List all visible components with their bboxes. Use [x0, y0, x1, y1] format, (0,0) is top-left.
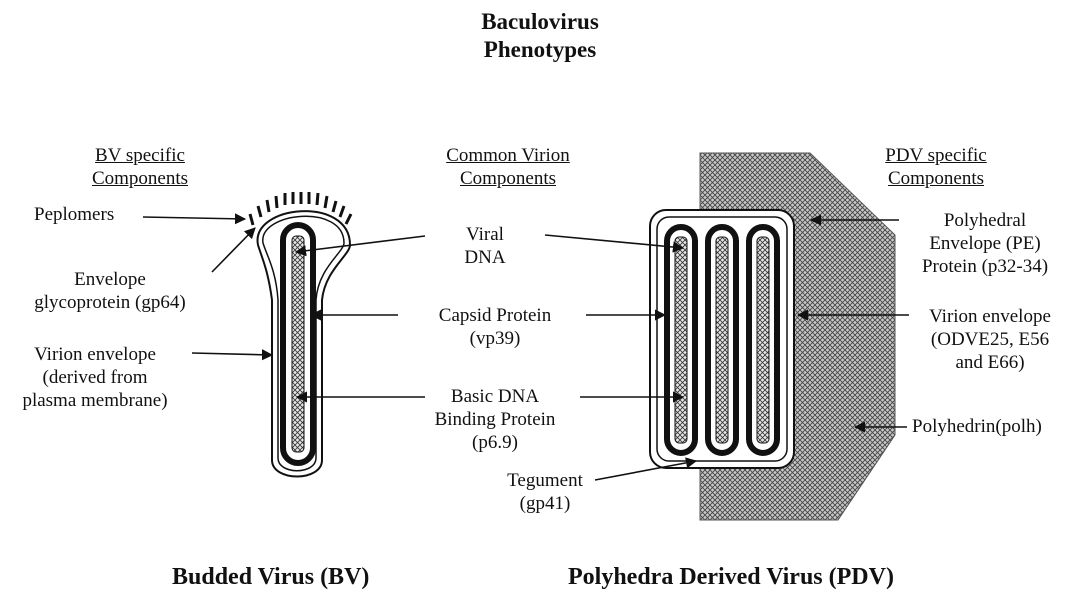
label-peplomers: Peplomers [34, 204, 114, 227]
bv-dna [292, 236, 304, 452]
bv-header: BV specific Components [50, 145, 230, 191]
title-line-1: Baculovirus [440, 8, 640, 36]
label-viral-dna-line-2: DNA [425, 247, 545, 270]
label-polyhedrin: Polyhedrin(polh) [912, 416, 1042, 439]
bv-header-line-1: BV specific [50, 145, 230, 168]
common-header: Common Virion Components [408, 145, 608, 191]
label-pdv-virion-envelope-line-3: and E66) [905, 352, 1075, 375]
label-polyhedral-envelope-line-2: Envelope (PE) [895, 233, 1075, 256]
pdv-virion [650, 153, 895, 520]
label-capsid-protein-line-1: Capsid Protein [405, 305, 585, 328]
label-tegument-line-2: (gp41) [485, 493, 605, 516]
pdv-header-line-1: PDV specific [846, 145, 1026, 168]
label-viral-dna: Viral DNA [425, 224, 545, 270]
label-basic-dna-line-2: Binding Protein [400, 409, 590, 432]
label-tegument-line-1: Tegument [485, 470, 605, 493]
label-pdv-virion-envelope: Virion envelope (ODVE25, E56 and E66) [905, 306, 1075, 374]
caption-polyhedra-derived-virus: Polyhedra Derived Virus (PDV) [568, 563, 894, 592]
label-bv-virion-envelope-line-1: Virion envelope [0, 344, 190, 367]
label-bv-virion-envelope-line-3: plasma membrane) [0, 390, 190, 413]
bv-virion [250, 192, 351, 477]
label-capsid-protein: Capsid Protein (vp39) [405, 305, 585, 351]
label-bv-virion-envelope: Virion envelope (derived from plasma mem… [0, 344, 190, 412]
title-line-2: Phenotypes [440, 36, 640, 64]
common-header-line-1: Common Virion [408, 145, 608, 168]
label-envelope-glycoprotein: Envelope glycoprotein (gp64) [10, 269, 210, 315]
pdv-header: PDV specific Components [846, 145, 1026, 191]
arrow-glycoprotein [212, 228, 255, 272]
arrow-peplomers [143, 217, 245, 219]
label-envelope-glycoprotein-line-1: Envelope [10, 269, 210, 292]
common-header-line-2: Components [408, 168, 608, 191]
pdv-header-line-2: Components [846, 168, 1026, 191]
bv-header-line-2: Components [50, 168, 230, 191]
label-envelope-glycoprotein-line-2: glycoprotein (gp64) [10, 292, 210, 315]
arrow-tegument [595, 461, 696, 480]
label-basic-dna-line-3: (p6.9) [400, 432, 590, 455]
label-polyhedral-envelope: Polyhedral Envelope (PE) Protein (p32-34… [895, 210, 1075, 278]
arrow-bv-virion-envelope [192, 353, 272, 355]
label-capsid-protein-line-2: (vp39) [405, 328, 585, 351]
title: Baculovirus Phenotypes [440, 8, 640, 63]
label-bv-virion-envelope-line-2: (derived from [0, 367, 190, 390]
label-polyhedral-envelope-line-1: Polyhedral [895, 210, 1075, 233]
label-tegument: Tegument (gp41) [485, 470, 605, 516]
label-basic-dna-line-1: Basic DNA [400, 386, 590, 409]
caption-budded-virus: Budded Virus (BV) [172, 563, 369, 592]
label-basic-dna-binding-protein: Basic DNA Binding Protein (p6.9) [400, 386, 590, 454]
label-polyhedral-envelope-line-3: Protein (p32-34) [895, 256, 1075, 279]
label-pdv-virion-envelope-line-2: (ODVE25, E56 [905, 329, 1075, 352]
label-viral-dna-line-1: Viral [425, 224, 545, 247]
label-pdv-virion-envelope-line-1: Virion envelope [905, 306, 1075, 329]
